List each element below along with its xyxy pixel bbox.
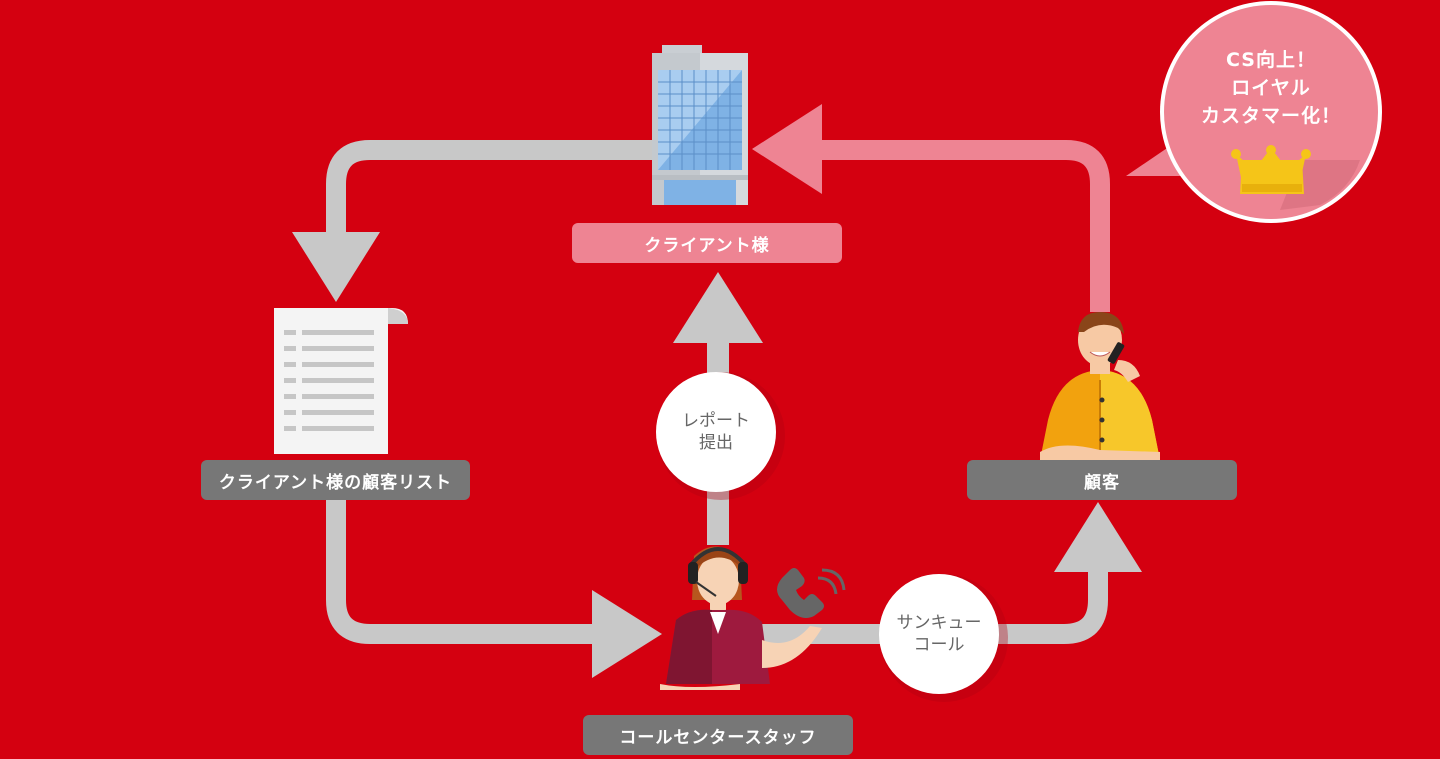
- flow-path-operator-to-customer: [760, 568, 1108, 644]
- report-step-circle: [656, 372, 776, 492]
- cs-callout-line2: ロイヤル: [1231, 77, 1311, 99]
- call-center-label: コールセンタースタッフ: [583, 715, 853, 755]
- crown-icon: [1231, 145, 1311, 194]
- thank-you-call-line1: サンキュー: [896, 613, 982, 633]
- flow-arrow-left-icon: [752, 104, 822, 194]
- flow-arrow-up-icon: [673, 272, 763, 343]
- operator-headset-icon: [660, 546, 822, 690]
- customer-list-label: クライアント様の顧客リスト: [201, 460, 470, 500]
- flow-arrow-up-icon: [1054, 502, 1142, 572]
- flow-path-customer-to-client: [815, 140, 1110, 312]
- flow-arrow-down-icon: [292, 232, 380, 302]
- client-label: クライアント様: [572, 223, 842, 263]
- cs-callout-line1: CS向上！: [1226, 49, 1316, 71]
- phone-waves-icon: [777, 568, 846, 618]
- customer-label: 顧客: [967, 460, 1237, 500]
- thank-you-call-circle: [879, 574, 999, 694]
- office-building-icon: [652, 45, 748, 205]
- report-step-text: レポート 提出: [656, 410, 776, 454]
- thank-you-call-line2: コール: [913, 635, 965, 655]
- flow-path-list-to-operator: [326, 498, 600, 644]
- report-step-line2: 提出: [699, 433, 733, 453]
- thank-you-call-text: サンキュー コール: [879, 612, 999, 656]
- customer-phone-icon: [1040, 312, 1160, 462]
- report-step-line1: レポート: [682, 411, 750, 431]
- cs-callout-bubble: [1126, 1, 1382, 223]
- flow-path-client-to-list: [326, 140, 655, 238]
- cs-callout-text: CS向上！ ロイヤル カスタマー化！: [1171, 46, 1371, 130]
- cs-callout-line3: カスタマー化！: [1200, 105, 1341, 127]
- document-list-icon: [274, 308, 408, 454]
- flow-arrow-right-icon: [592, 590, 662, 678]
